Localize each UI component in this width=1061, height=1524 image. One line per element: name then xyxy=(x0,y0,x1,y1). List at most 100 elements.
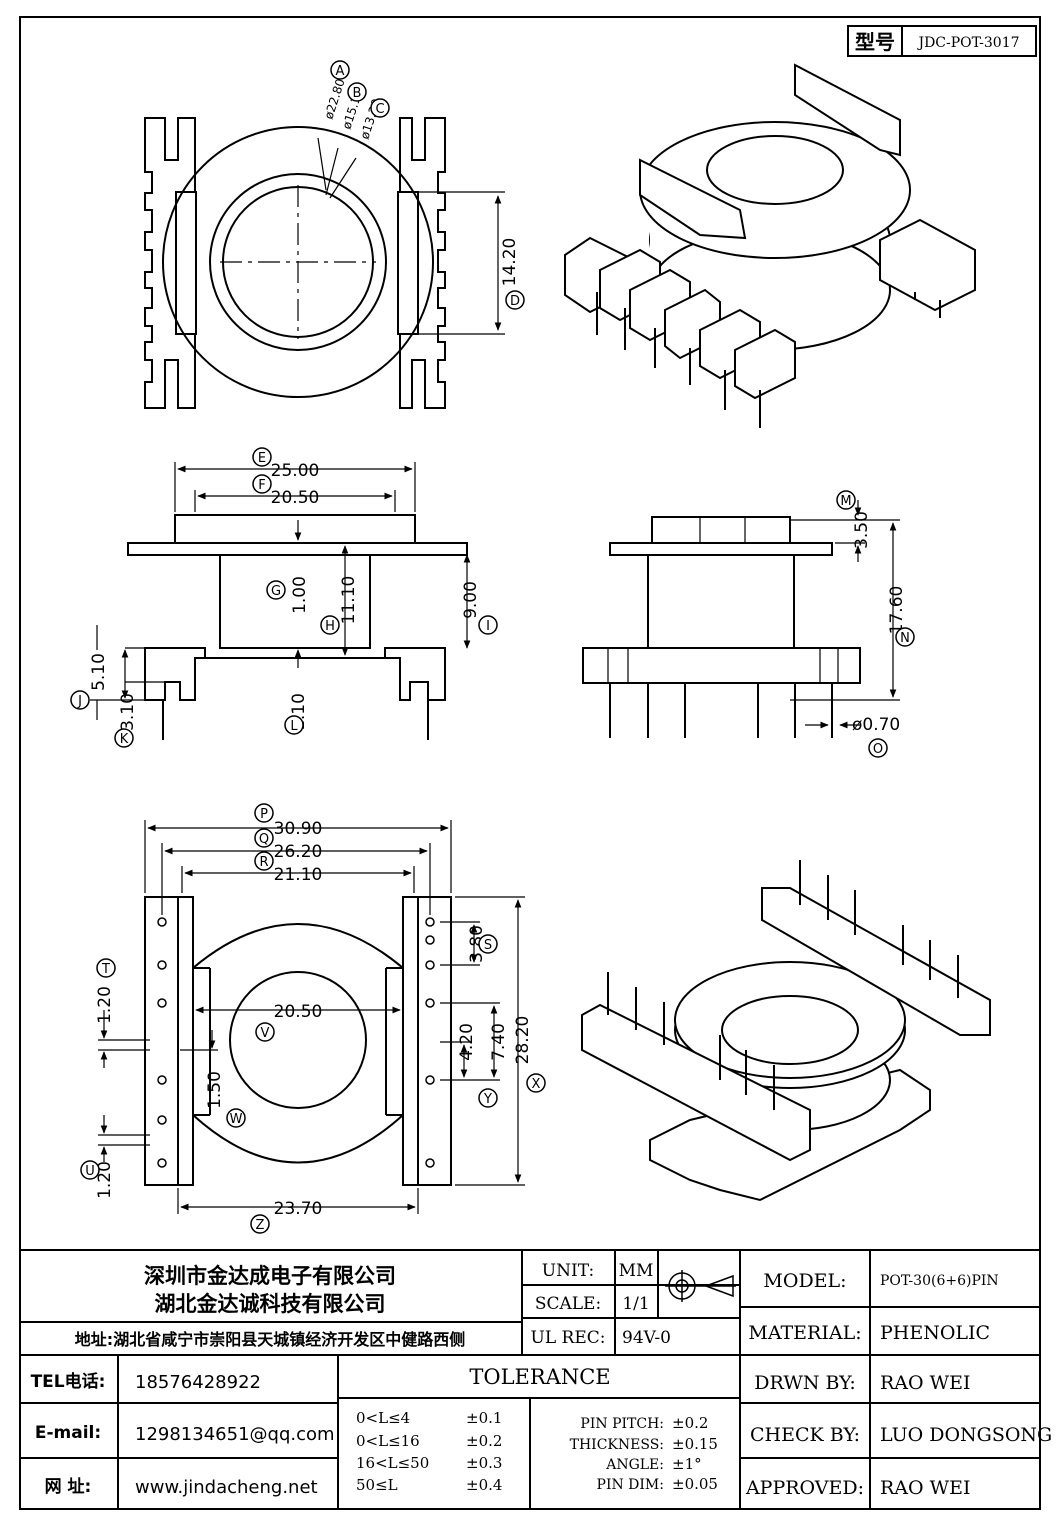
dim-F: 20.50 xyxy=(271,488,320,508)
pin-pitch-label: PIN PITCH: xyxy=(580,1416,664,1432)
bottom-view xyxy=(98,820,525,1214)
tel-label: TEL电话: xyxy=(31,1371,106,1392)
marker-E: E xyxy=(252,447,272,467)
svg-text:P: P xyxy=(260,807,268,822)
marker-T: T xyxy=(96,958,116,978)
tol-range-0: 0<L≤4 xyxy=(356,1409,410,1427)
marker-D: D xyxy=(505,290,525,310)
model-value: POT-30(6+6)PIN xyxy=(880,1273,999,1289)
dim-K: 3.10 xyxy=(118,693,138,731)
web-label: 网 址: xyxy=(45,1477,92,1497)
unit-label: UNIT: xyxy=(542,1261,594,1281)
info-block: MODEL: POT-30(6+6)PIN MATERIAL: PHENOLIC… xyxy=(745,1270,1052,1499)
tol-value-1: ±0.2 xyxy=(466,1432,502,1450)
isometric-view-top xyxy=(564,63,976,428)
tol-range-2: 16<L≤50 xyxy=(356,1454,429,1472)
svg-text:G: G xyxy=(271,584,281,599)
projection-symbol xyxy=(665,1270,736,1302)
marker-N: N xyxy=(895,627,915,647)
dim-V: 20.50 xyxy=(274,1002,323,1022)
dim-E: 25.00 xyxy=(271,461,320,481)
svg-text:Y: Y xyxy=(483,1092,492,1107)
svg-text:X: X xyxy=(532,1077,541,1092)
top-view-dims: 14.20 ø22.80 ø15.15 ø13.20 xyxy=(322,77,520,286)
front-view xyxy=(90,462,471,740)
marker-I: I xyxy=(478,615,498,635)
tol-range-3: 50≤L xyxy=(356,1476,398,1494)
top-view xyxy=(144,117,505,409)
svg-text:U: U xyxy=(85,1164,95,1179)
web-value: www.jindacheng.net xyxy=(135,1477,318,1498)
svg-text:L: L xyxy=(290,719,298,734)
marker-A: A xyxy=(330,60,350,80)
dim-J: 5.10 xyxy=(89,653,109,691)
pin-dim-label: PIN DIM: xyxy=(597,1477,664,1493)
marker-U: U xyxy=(80,1160,100,1180)
svg-text:K: K xyxy=(120,732,129,747)
dim-M: 3.50 xyxy=(852,511,872,549)
svg-text:Z: Z xyxy=(256,1218,265,1233)
marker-X: X xyxy=(526,1073,546,1093)
dim-Y2: 4.20 xyxy=(457,1023,477,1061)
svg-text:H: H xyxy=(325,619,335,634)
dim-P: 30.90 xyxy=(274,819,323,839)
material-value: PHENOLIC xyxy=(880,1322,990,1344)
side-view xyxy=(582,500,900,738)
marker-R: R xyxy=(254,851,274,871)
svg-text:Q: Q xyxy=(259,832,269,847)
company-name-1: 深圳市金达成电子有限公司 xyxy=(144,1264,396,1288)
marker-J: J xyxy=(70,690,90,710)
company-name-2: 湖北金达诚科技有限公司 xyxy=(155,1292,386,1316)
marker-P: P xyxy=(254,803,274,823)
marker-W: W xyxy=(226,1108,246,1128)
drawn-by-value: RAO WEI xyxy=(880,1372,971,1394)
svg-text:C: C xyxy=(375,102,384,117)
dim-W: 1.50 xyxy=(205,1071,225,1109)
drawn-by-label: DRWN BY: xyxy=(754,1372,856,1394)
thickness-value: ±0.15 xyxy=(672,1435,718,1453)
email-value: 1298134651@qq.com xyxy=(135,1424,335,1445)
model-box-label: 型号 xyxy=(855,30,895,54)
angle-label: ANGLE: xyxy=(605,1457,664,1473)
pin-dim-value: ±0.05 xyxy=(672,1475,718,1493)
dimension-letter-markers: A B C D E F G H I J K L M N O P Q R S T … xyxy=(70,60,915,1234)
svg-text:F: F xyxy=(258,478,265,493)
angle-value: ±1° xyxy=(672,1455,702,1473)
svg-text:S: S xyxy=(484,938,492,953)
dim-Q: 26.20 xyxy=(274,842,323,862)
tolerance-title: TOLERANCE xyxy=(469,1365,610,1389)
scale-label: SCALE: xyxy=(535,1294,601,1314)
dim-R: 21.10 xyxy=(274,865,323,885)
svg-text:R: R xyxy=(259,855,268,870)
marker-G: G xyxy=(266,580,286,600)
dim-O: ø0.70 xyxy=(852,715,900,735)
marker-O: O xyxy=(868,738,888,758)
marker-V: V xyxy=(255,1022,275,1042)
dim-T: 1.20 xyxy=(95,986,115,1024)
dim-G: 1.00 xyxy=(290,576,310,614)
front-view-dims: 25.00 20.50 1.00 11.10 9.00 5.10 3.10 1.… xyxy=(89,461,481,731)
dim-X: 28.20 xyxy=(513,1016,533,1065)
marker-Y: Y xyxy=(478,1088,498,1108)
marker-K: K xyxy=(114,728,134,748)
tol-range-1: 0<L≤16 xyxy=(356,1432,420,1450)
approved-label: APPROVED: xyxy=(745,1477,864,1499)
dim-S: 3.80 xyxy=(467,925,487,963)
marker-Z: Z xyxy=(250,1214,270,1234)
model-number-box: 型号 JDC-POT-3017 xyxy=(847,25,1037,57)
svg-text:N: N xyxy=(900,631,910,646)
svg-text:J: J xyxy=(77,694,82,709)
marker-F: F xyxy=(252,474,272,494)
email-label: E-mail: xyxy=(35,1423,101,1443)
svg-text:O: O xyxy=(873,742,883,757)
svg-text:W: W xyxy=(230,1112,243,1127)
approved-value: RAO WEI xyxy=(880,1477,971,1499)
title-block xyxy=(20,1249,1040,1509)
bottom-view-dims: 30.90 26.20 21.10 20.50 23.70 28.20 3.80… xyxy=(95,819,533,1219)
ul-label: UL REC: xyxy=(531,1328,606,1348)
marker-M: M xyxy=(836,490,856,510)
svg-text:M: M xyxy=(840,494,851,509)
svg-text:T: T xyxy=(101,962,110,977)
marker-B: B xyxy=(347,82,367,102)
